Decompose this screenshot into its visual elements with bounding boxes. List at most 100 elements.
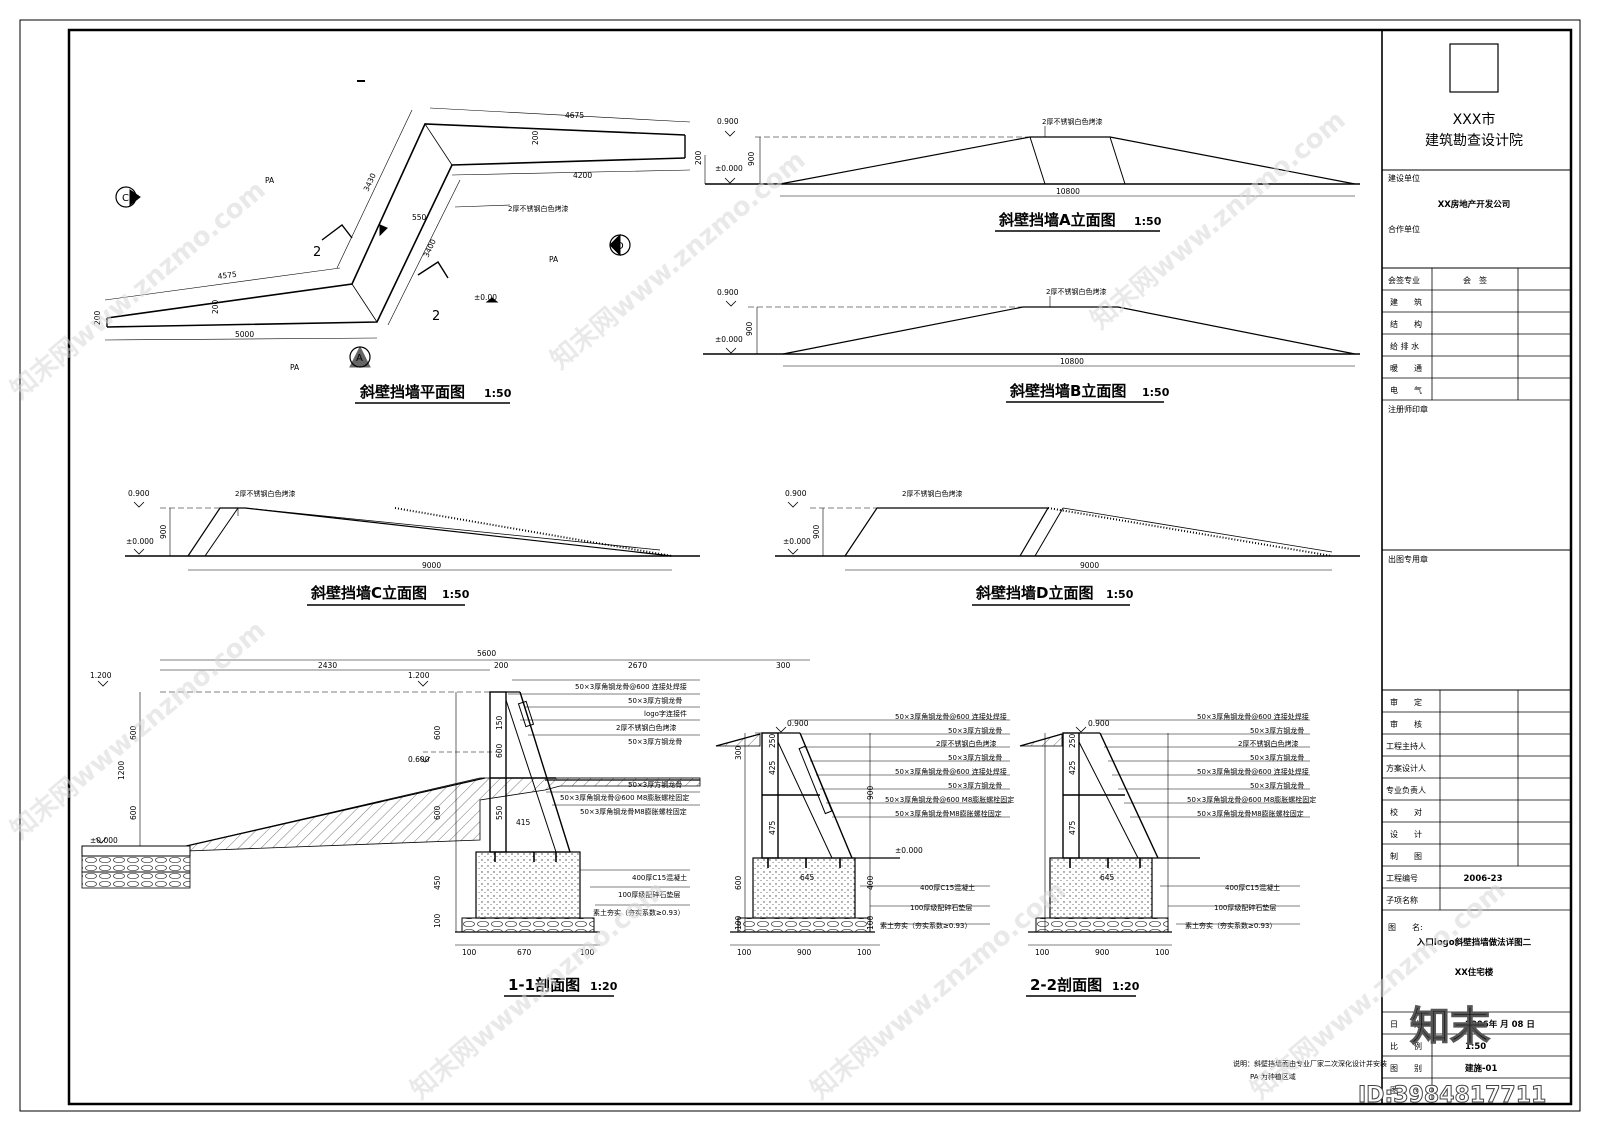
section-2-2-a-labels: 0.900 ±0.000 250 425 475 300 600 100 100… [734,719,923,957]
elev-c-height: 900 [159,524,168,539]
sec1-dim-2670: 2670 [628,661,647,670]
elev-d-note: 2厚不锈钢白色烤漆 [902,489,962,498]
plan-dim-200b: 200 [531,130,540,145]
elev-d-scale: 1:50 [1106,588,1134,601]
plan-dim-3400: 3400 [422,238,438,259]
brand-logo: 知末 [1410,1004,1490,1050]
sec2a-note-4: 50×3厚方钢龙骨 [948,753,1002,762]
sec1-note-4: 2厚不锈钢白色烤漆 [616,723,676,732]
role-lead: 专业负责人 [1386,785,1426,795]
plan-dim-4675: 4675 [565,111,584,120]
sec2a-note-1: 50×3厚角钢龙骨@600 连接处焊接 [895,712,1007,721]
sec1-dimv-4: 600 [433,725,442,740]
sec1-dimb-1: 100 [462,948,477,957]
elevation-c [125,501,700,571]
sec2a-dimv-6: 100 [734,915,743,930]
sec2b-note-9: 400厚C15混凝土 [1225,883,1280,892]
sec1-note-3: logo字连接件 [644,709,687,718]
elev-b-height: 900 [745,321,754,336]
sec2a-note-6: 50×3厚方钢龙骨 [948,781,1002,790]
plan-cut-2-right: 2 [432,309,440,324]
role-review: 审 核 [1390,719,1422,729]
sec1-scale: 1:20 [590,980,618,993]
plan-wall-outer [106,123,686,319]
elev-c-title: 斜壁挡墙C立面图 [310,584,427,602]
sec1-dim-2430: 2430 [318,661,337,670]
elev-b-level-top: 0.900 [717,288,739,297]
elev-a-height: 900 [747,151,756,166]
sec2b-dim-inner: 645 [1100,873,1115,882]
sec1-dimv-11: 100 [433,913,442,928]
sec1-dimv-10: 450 [433,875,442,890]
subitem-label: 子项名称 [1386,895,1418,905]
plan-note-finish: 2厚不锈钢白色烤漆 [508,204,568,213]
discipline-struct: 结 构 [1390,319,1422,329]
role-check: 校 对 [1390,807,1422,817]
sec1-level-2: 1.200 [408,671,430,680]
sec1-dimv-9: 600 [433,805,442,820]
elev-d-level-base: ±0.000 [783,537,811,546]
project-no-label: 工程编号 [1386,873,1418,883]
plan-dim-3430: 3430 [362,172,378,193]
sec2a-dimb-3: 100 [857,948,872,957]
sec2a-dimv-2: 425 [768,760,777,775]
countersign-header-2: 会 签 [1463,275,1487,285]
sec1-dim-200: 200 [494,661,509,670]
sec2b-note-4: 50×3厚方钢龙骨 [1250,753,1304,762]
sec2b-dimv-1: 250 [1068,733,1077,748]
engineer-seal-label: 注册师印章 [1388,404,1428,414]
sec2a-dimv-5: 600 [734,875,743,890]
sheet-label: 图 别 [1390,1064,1422,1073]
elev-a-note: 2厚不锈钢白色烤漆 [1042,117,1102,126]
elev-c-level-base: ±0.000 [126,537,154,546]
sec1-dimv-6: 600 [495,743,504,758]
sec1-note-9: 400厚C15混凝土 [632,873,687,882]
building-name: XX住宅楼 [1455,967,1494,978]
elev-c-scale: 1:50 [442,588,470,601]
elev-a-height2: 200 [694,150,703,165]
plan-title: 斜壁挡墙平面图 [359,383,465,401]
plan-dim-5000: 5000 [235,330,254,339]
section-2-2-b-labels: 0.900 250 425 475 900 400 100 100 900 10… [866,712,1316,997]
plan-label-pa3: PA [290,363,300,372]
plan-scale: 1:50 [484,387,512,400]
sec1-note-1: 50×3厚角钢龙骨@600 连接处焊接 [575,682,687,691]
sheet-no-label: 图 号 [1390,1086,1422,1095]
discipline-elec: 电 气 [1390,385,1422,395]
elev-c-note: 2厚不锈钢白色烤漆 [235,489,295,498]
sec2b-dimb-2: 900 [1095,948,1110,957]
marker-d-label: D [616,241,624,252]
sec2b-title: 2-2剖面图 [1030,976,1102,994]
sec2a-dimv-1: 250 [768,733,777,748]
date-label: 日 期 [1390,1020,1422,1029]
logo-box [1449,43,1499,93]
sec2a-note-7: 50×3厚角钢龙骨@600 M8膨胀螺栓固定 [885,795,1014,804]
sec2a-note-11: 素土夯实（夯实系数≥0.93） [880,921,971,930]
sec2a-dimb-1: 100 [737,948,752,957]
sec2b-note-8: 50×3厚角钢龙骨M8膨胀螺栓固定 [1197,809,1304,818]
sec2b-dimv-3: 475 [1068,820,1077,835]
elev-b-level-base: ±0.000 [715,335,743,344]
role-design: 设 计 [1390,829,1422,839]
project-no: 2006-23 [1463,874,1502,884]
sec1-dimv-7: 550 [495,805,504,820]
sec2a-level-top: 0.900 [787,719,809,728]
plan-dim-4575: 4575 [217,270,237,281]
sec1-note-8: 50×3厚角钢龙骨M8膨胀螺栓固定 [580,807,687,816]
sec2a-note-10: 100厚级配碎石垫层 [910,903,972,912]
countersign-header-1: 会签专业 [1388,275,1420,285]
sec2b-dimv-6: 100 [866,915,875,930]
bottom-note-1: 说明：斜壁挡墙面由专业厂家二次深化设计并安装 [1233,1059,1387,1068]
elev-b-note: 2厚不锈钢白色烤漆 [1046,287,1106,296]
sec2a-dimb-2: 900 [797,948,812,957]
elev-b-title: 斜壁挡墙B立面图 [1009,382,1126,400]
role-draw: 制 图 [1390,851,1422,861]
outer-border [19,19,1581,1112]
plan-cut-2-left: 2 [313,245,321,260]
sheet-no: 建施-01 [1464,1063,1497,1074]
sec2b-dimb-1: 100 [1035,948,1050,957]
plan-label-pa2: PA [549,255,559,264]
drawing-name-label: 图 名: [1388,922,1423,932]
elev-b-length: 10800 [1060,357,1084,366]
sec1-note-6: 50×3厚方钢龙骨 [628,780,682,789]
